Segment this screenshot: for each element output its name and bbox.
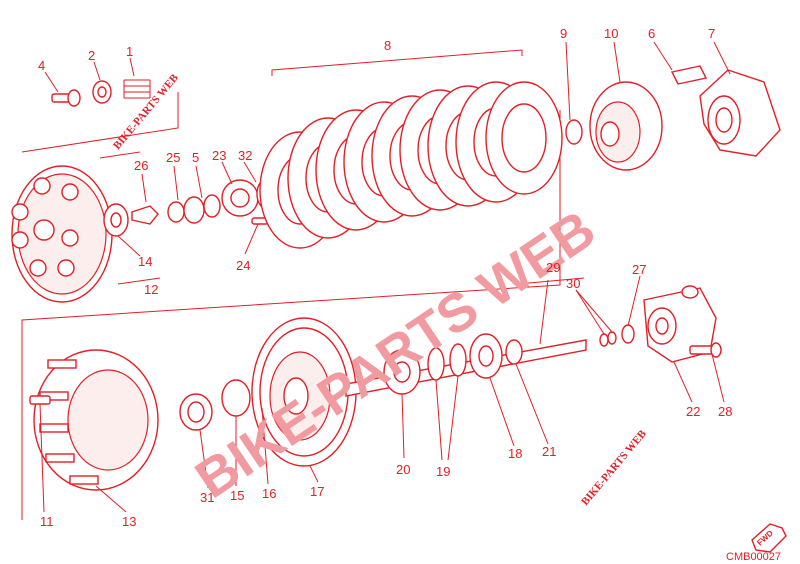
label-part-32: 32 xyxy=(238,148,252,163)
label-part-1: 1 xyxy=(126,44,133,59)
label-part-24: 24 xyxy=(236,258,250,273)
slave-cylinder-22 xyxy=(643,285,717,363)
label-part-30: 30 xyxy=(566,276,580,291)
label-part-28: 28 xyxy=(718,404,732,419)
primary-gear-17 xyxy=(251,317,357,467)
label-part-11: 11 xyxy=(40,514,54,529)
label-part-10: 10 xyxy=(604,26,618,41)
fwd-badge: FWD xyxy=(751,523,787,553)
housing-7 xyxy=(699,69,781,157)
label-part-26: 26 xyxy=(134,158,148,173)
screw-4 xyxy=(51,89,81,107)
leader-lines-lower xyxy=(39,275,725,513)
clutch-plate-stack xyxy=(259,81,563,249)
bracket-8 xyxy=(271,49,523,76)
bracket-29 xyxy=(517,277,585,285)
spring-1 xyxy=(123,79,151,99)
bracket-12 xyxy=(117,277,161,285)
label-part-19: 19 xyxy=(436,464,450,479)
label-part-20: 20 xyxy=(396,462,410,477)
label-part-18: 18 xyxy=(508,446,522,461)
ring-15 xyxy=(221,379,251,417)
label-part-27: 27 xyxy=(632,262,646,277)
plate-9 xyxy=(565,119,583,145)
block-6 xyxy=(670,65,708,85)
bearing-20 xyxy=(383,349,421,395)
label-part-29: 29 xyxy=(546,260,560,275)
watermark-small-top: BIKE-PARTS WEB xyxy=(111,72,181,152)
label-part-4: 4 xyxy=(38,58,45,73)
watermark-small-bottom: BIKE-PARTS WEB xyxy=(579,428,649,508)
ring-25 xyxy=(167,196,205,224)
pin-26 xyxy=(131,205,159,225)
label-part-17: 17 xyxy=(310,484,324,499)
bush-31 xyxy=(179,393,213,431)
inner-hub-10 xyxy=(589,81,663,171)
bearing-18 xyxy=(469,333,503,379)
diagram-code: CMB00027 xyxy=(726,551,781,563)
label-part-23: 23 xyxy=(212,148,226,163)
o-rings-30 xyxy=(599,331,617,347)
label-part-16: 16 xyxy=(262,486,276,501)
label-part-7: 7 xyxy=(708,26,715,41)
section-frame-upper xyxy=(21,92,561,520)
ring-5 xyxy=(203,194,221,218)
label-part-15: 15 xyxy=(230,488,244,503)
screw-28 xyxy=(689,342,722,358)
clutch-basket-13 xyxy=(33,349,159,491)
pin-11 xyxy=(29,395,51,405)
washer-2 xyxy=(92,80,112,104)
label-part-5: 5 xyxy=(192,150,199,165)
pressure-plate xyxy=(11,165,113,303)
circlip-19 xyxy=(427,343,467,381)
circlip-27 xyxy=(621,324,635,344)
label-part-21: 21 xyxy=(542,444,556,459)
label-part-31: 31 xyxy=(200,490,214,505)
bearing-14 xyxy=(103,203,129,237)
label-part-22: 22 xyxy=(686,404,700,419)
label-part-2: 2 xyxy=(88,48,95,63)
label-part-14: 14 xyxy=(138,254,152,269)
label-part-6: 6 xyxy=(648,26,655,41)
leader-lines-upper xyxy=(44,41,731,257)
label-part-13: 13 xyxy=(122,514,136,529)
label-part-12: 12 xyxy=(144,282,158,297)
label-part-9: 9 xyxy=(560,26,567,41)
bearing-23 xyxy=(221,179,259,217)
label-part-25: 25 xyxy=(166,150,180,165)
ring-21 xyxy=(505,339,523,365)
bracket-26 xyxy=(99,151,141,159)
label-part-8: 8 xyxy=(384,38,391,53)
